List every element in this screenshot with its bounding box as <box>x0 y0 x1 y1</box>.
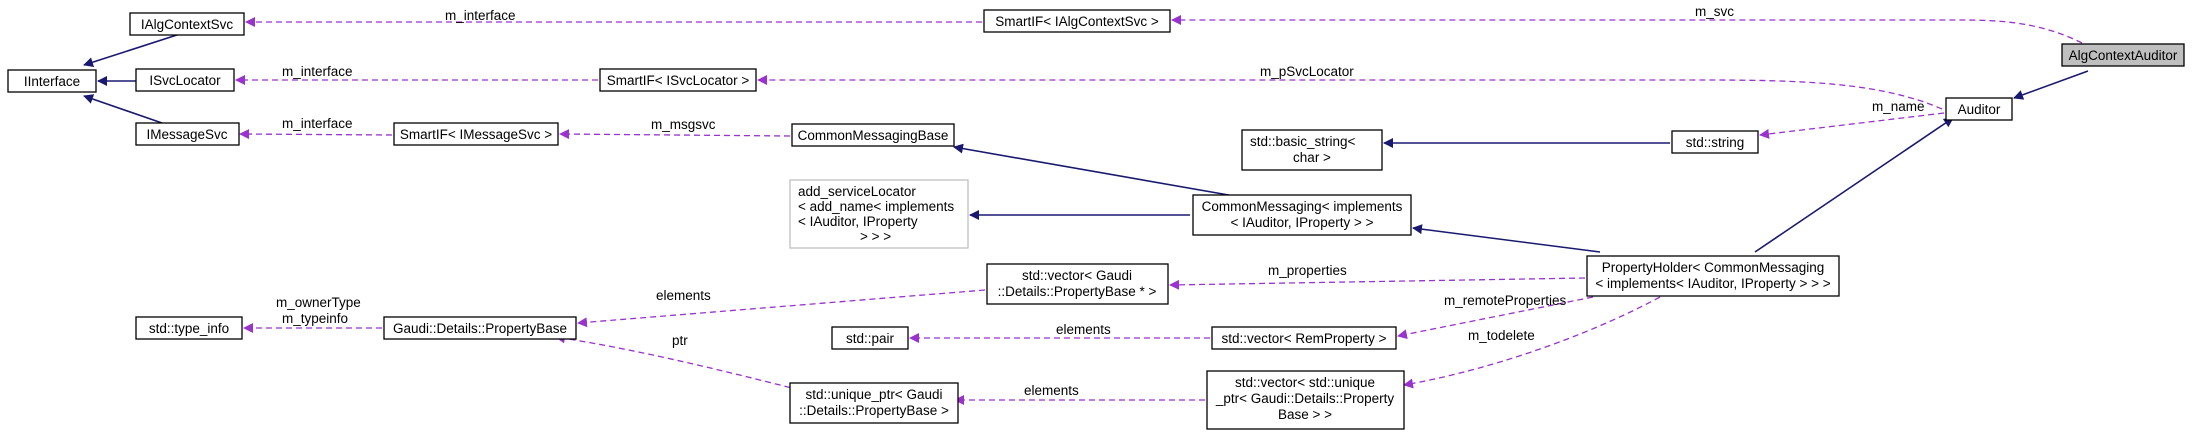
class-node-std-type-info[interactable]: std::type_info <box>135 316 243 340</box>
edge-label-m-name: m_name <box>1872 99 1925 114</box>
class-node-add-servicelocator[interactable]: add_serviceLocator < add_name< implement… <box>789 179 969 249</box>
class-node-vector-unique-ptr[interactable]: std::vector< std::unique _ptr< Gaudi::De… <box>1206 370 1405 430</box>
class-node-imessagesvc[interactable]: IMessageSvc <box>135 122 240 146</box>
edge-labels: m_svc m_interface m_pSvcLocator m_interf… <box>276 4 1925 398</box>
class-node-vector-propertybase-ptr[interactable]: std::vector< Gaudi ::Details::PropertyBa… <box>986 263 1169 305</box>
class-node-smartif-isvclocator[interactable]: SmartIF< ISvcLocator > <box>599 68 757 92</box>
edge-m-name <box>1759 112 1945 139</box>
class-node-label: std::vector< std::unique <box>1235 375 1375 390</box>
class-node-label: std::basic_string< <box>1250 134 1356 149</box>
edge-label-m-psvclocator: m_pSvcLocator <box>1260 64 1354 79</box>
class-node-label: SmartIF< IAlgContextSvc > <box>995 14 1159 29</box>
class-node-label: ::Details::PropertyBase * > <box>998 284 1157 299</box>
class-node-std-pair[interactable]: std::pair <box>831 326 909 350</box>
class-node-vector-remproperty[interactable]: std::vector< RemProperty > <box>1211 326 1397 350</box>
class-node-label: < add_name< implements <box>798 199 954 214</box>
class-node-auditor[interactable]: Auditor <box>1945 97 2013 121</box>
inheritance-edges <box>83 33 2089 253</box>
class-node-std-string[interactable]: std::string <box>1671 130 1759 154</box>
class-node-label: SmartIF< ISvcLocator > <box>607 73 750 88</box>
class-node-label: ::Details::PropertyBase > <box>799 403 949 418</box>
class-node-commonmessagingbase[interactable]: CommonMessagingBase <box>791 123 955 147</box>
class-node-propertyholder[interactable]: PropertyHolder< CommonMessaging < implem… <box>1586 255 1840 297</box>
class-node-label: std::pair <box>846 331 895 346</box>
edge-label-m-msgsvc: m_msgsvc <box>651 117 716 132</box>
edge-label-elements-unique: elements <box>1024 383 1079 398</box>
class-node-iinterface[interactable]: IInterface <box>7 69 97 93</box>
class-node-label: _ptr< Gaudi::Details::Property <box>1215 391 1394 406</box>
class-node-label: std::vector< RemProperty > <box>1221 331 1386 346</box>
class-node-label: AlgContextAuditor <box>2069 48 2178 63</box>
edge-elements-vector <box>577 289 986 328</box>
class-node-label: Base > > <box>1278 407 1332 422</box>
edge-label-m-typeinfo: m_typeinfo <box>282 311 348 326</box>
edge-m-msgsvc <box>559 129 791 140</box>
class-node-label: IAlgContextSvc <box>141 17 234 32</box>
class-node-label: < implements< IAuditor, IProperty > > > <box>1595 276 1830 291</box>
class-node-label: std::vector< Gaudi <box>1022 268 1132 283</box>
edge-label-m-interface-algctx: m_interface <box>445 8 516 23</box>
class-node-label: SmartIF< IMessageSvc > <box>400 127 552 142</box>
edge-label-m-interface-msgsvc: m_interface <box>282 116 353 131</box>
class-node-label: Gaudi::Details::PropertyBase <box>393 321 567 336</box>
class-node-isvclocator[interactable]: ISvcLocator <box>135 68 235 92</box>
edge-m-psvclocator <box>757 75 1943 110</box>
edge-label-m-interface-svcloc: m_interface <box>282 64 353 79</box>
class-node-label: ISvcLocator <box>149 73 221 88</box>
class-node-basic-string[interactable]: std::basic_string< char > <box>1241 129 1383 171</box>
class-node-unique-ptr-propertybase[interactable]: std::unique_ptr< Gaudi ::Details::Proper… <box>789 382 959 424</box>
class-node-label: std::unique_ptr< Gaudi <box>806 387 943 402</box>
class-node-label: < IAuditor, IProperty <box>798 214 918 229</box>
edge-label-elements-pair: elements <box>1056 322 1111 337</box>
edge-ptr <box>555 333 801 391</box>
class-node-label: > > > <box>860 229 891 244</box>
edge-label-m-svc: m_svc <box>1695 4 1734 19</box>
class-node-smartif-ialgcontextsvc[interactable]: SmartIF< IAlgContextSvc > <box>983 9 1171 33</box>
class-node-label: std::string <box>1686 135 1745 150</box>
edge-label-m-properties: m_properties <box>1268 263 1347 278</box>
class-node-commonmessaging[interactable]: CommonMessaging< implements < IAuditor, … <box>1192 194 1412 236</box>
edge-m-todelete <box>1403 296 1661 389</box>
edge-label-m-todelete: m_todelete <box>1468 328 1535 343</box>
edge-m-interface-msgsvc <box>239 129 393 140</box>
class-node-label: CommonMessagingBase <box>798 128 949 143</box>
edge-commonmessaging-commonmessagingbase <box>953 143 1241 198</box>
edge-propertyholder-commonmessaging <box>1412 224 1601 253</box>
edge-label-ptr: ptr <box>672 333 688 348</box>
class-node-label: IMessageSvc <box>146 127 227 142</box>
class-node-smartif-imessagesvc[interactable]: SmartIF< IMessageSvc > <box>393 122 559 146</box>
edge-ialgcontextsvc-iinterface <box>83 33 181 67</box>
edge-m-properties <box>1169 277 1586 290</box>
class-node-label: PropertyHolder< CommonMessaging <box>1602 260 1824 275</box>
class-node-label: IInterface <box>24 74 80 89</box>
edge-imessagesvc-iinterface <box>83 94 163 124</box>
edge-propertyholder-auditor <box>1754 117 1954 253</box>
edge-label-m-ownertype: m_ownerType <box>276 295 361 310</box>
edge-algcontextauditor-auditor <box>2013 70 2089 100</box>
edge-m-svc <box>1171 15 2083 44</box>
class-node-algcontextauditor[interactable]: AlgContextAuditor <box>2061 43 2185 67</box>
class-node-ialgcontextsvc[interactable]: IAlgContextSvc <box>129 12 245 36</box>
class-node-label: char > <box>1293 150 1331 165</box>
edge-m-remoteproperties <box>1397 296 1594 340</box>
usage-edges <box>235 15 2083 405</box>
class-node-propertybase[interactable]: Gaudi::Details::PropertyBase <box>383 316 577 340</box>
edge-label-m-remoteproperties: m_remoteProperties <box>1444 293 1567 308</box>
class-node-label: add_serviceLocator <box>798 184 916 199</box>
class-node-label: Auditor <box>1958 102 2001 117</box>
class-node-label: CommonMessaging< implements <box>1202 199 1403 214</box>
edge-label-elements-vector: elements <box>656 288 711 303</box>
class-node-label: < IAuditor, IProperty > > <box>1231 215 1374 230</box>
class-node-label: std::type_info <box>149 321 229 336</box>
